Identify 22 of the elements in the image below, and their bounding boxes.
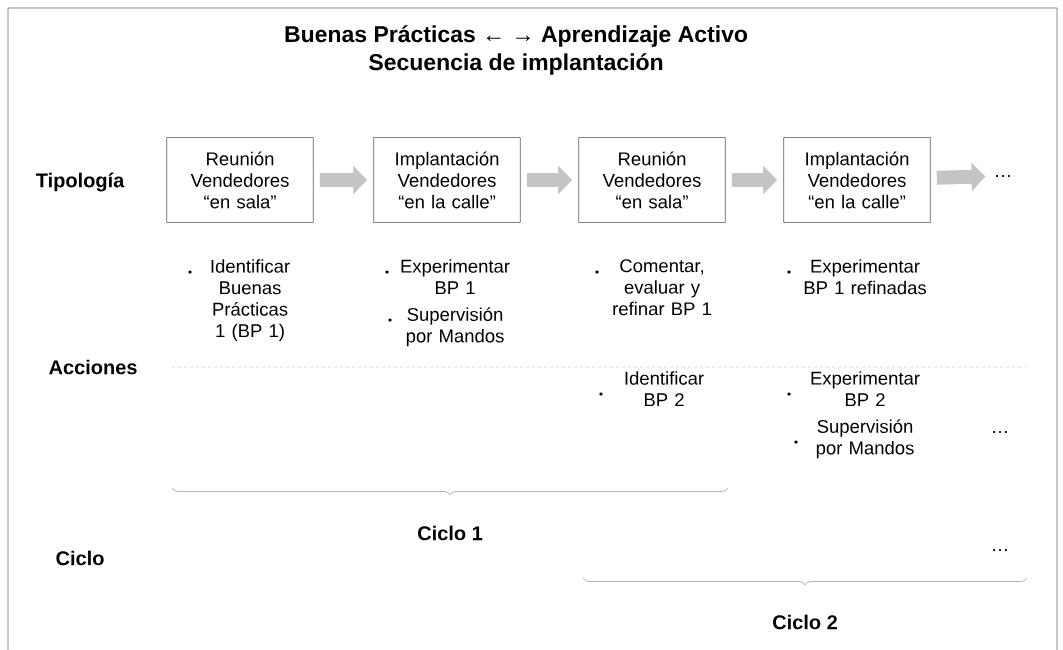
action-text: Experimentar BP 1 [401,259,510,295]
action-text: Experimentar BP 1 refinadas [804,259,926,295]
row-label: Ciclo 1 [418,525,483,541]
action-text: Identificar Buenas Prácticas 1 (BP 1) [211,259,290,341]
action-text: Experimentar BP 2 [811,371,920,407]
process-box: Reunión Vendedores “en sala” [166,137,314,223]
action-text: Comentar, evaluar y refinar BP 1 [613,259,711,316]
action-text: Supervisión por Mandos [816,419,914,459]
ellipsis: … [996,175,1010,177]
row-label: Ciclo 2 [773,614,837,630]
row-label: Ciclo [56,550,104,566]
title: Buenas Prácticas ← → Aprendizaje Activo [285,25,748,47]
row-label: Acciones [49,359,137,375]
ellipsis: … [993,431,1007,433]
process-box: Reunión Vendedores “en sala” [578,137,726,223]
ellipsis: … [993,549,1007,551]
action-text: Identificar BP 2 [625,371,704,407]
subtitle: Secuencia de implantación [369,53,663,75]
process-box: Implantación Vendedores “en la calle” [783,137,931,223]
process-box: Implantación Vendedores “en la calle” [373,137,521,223]
row-label: Tipología [35,172,125,192]
action-text: Supervisión por Mandos [406,307,504,347]
